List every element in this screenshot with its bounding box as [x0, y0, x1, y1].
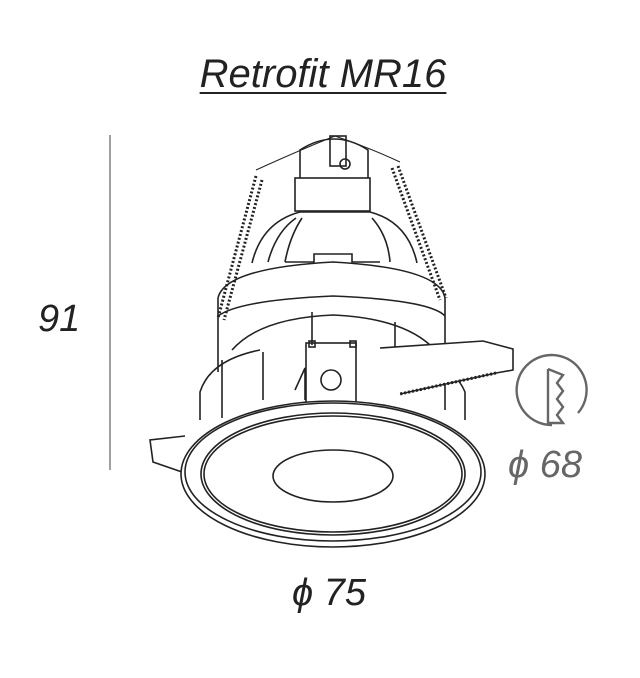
spring-wire	[255, 135, 401, 171]
height-dimension: 91	[38, 298, 81, 340]
cutout-saw-icon	[515, 353, 588, 427]
right-clip-teeth	[399, 371, 497, 396]
diameter-dimension: ϕ 75	[292, 572, 366, 614]
cutout-dimension: ϕ 68	[508, 444, 582, 486]
bezel-inner-ring-2	[203, 415, 463, 533]
left-spring	[216, 175, 264, 321]
housing-collar	[217, 261, 446, 372]
lamp-dome	[251, 211, 418, 264]
left-clip	[149, 435, 186, 473]
bracket	[294, 340, 357, 404]
right-clip	[379, 340, 514, 395]
bezel-lip	[184, 402, 482, 542]
aperture	[272, 449, 394, 503]
connector-cap	[294, 135, 371, 212]
product-title: Retrofit MR16	[0, 52, 640, 97]
product-title-text: Retrofit MR16	[199, 52, 447, 96]
bezel-outer	[180, 400, 486, 548]
bezel-inner-ring	[200, 412, 466, 536]
right-spring	[390, 165, 448, 301]
